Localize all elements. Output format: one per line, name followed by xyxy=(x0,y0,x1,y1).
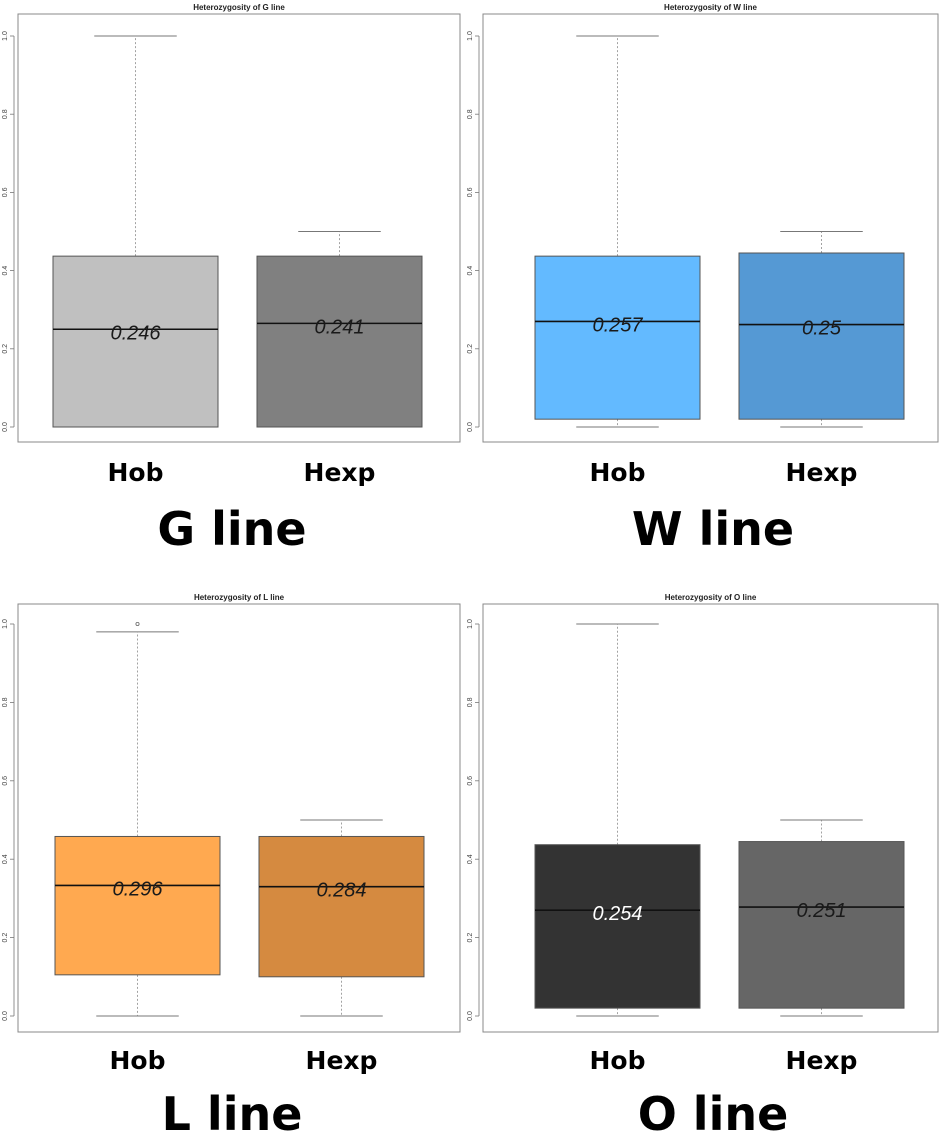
chart-title: Heterozygosity of L line xyxy=(194,593,285,602)
category-label: Hob xyxy=(590,1046,646,1075)
box-hexp: 0.251 xyxy=(738,819,905,1017)
category-label: Hexp xyxy=(306,1046,378,1075)
box-body xyxy=(738,841,905,1009)
y-tick-label: 0.0 xyxy=(2,422,9,432)
box-hob: 0.254 xyxy=(534,623,701,1017)
box-value-label: 0.284 xyxy=(316,880,366,902)
y-tick-label: 0.2 xyxy=(467,933,474,943)
outlier-point xyxy=(135,622,140,627)
boxplot-panel: Heterozygosity of L line 0.0 0.2 0.4 0.6 0.8 1… xyxy=(2,593,461,1134)
boxplot-panel: Heterozygosity of G line 0.0 0.2 0.4 0.6 0.8 1… xyxy=(2,3,461,556)
y-tick-label: 0.8 xyxy=(467,109,474,119)
panel-caption: G line xyxy=(157,502,306,556)
category-label: Hexp xyxy=(786,458,858,487)
category-label: Hexp xyxy=(786,1046,858,1075)
y-tick-label: 0.4 xyxy=(467,854,474,864)
box-hexp: 0.241 xyxy=(256,231,423,428)
box-value-label: 0.254 xyxy=(592,903,642,925)
y-tick-label: 0.6 xyxy=(467,776,474,786)
y-tick-label: 0.0 xyxy=(467,1011,474,1021)
y-tick-label: 0.4 xyxy=(2,854,9,864)
plot-frame xyxy=(482,13,939,443)
category-label: Hob xyxy=(590,458,646,487)
box-value-label: 0.296 xyxy=(112,878,163,900)
y-tick-label: 1.0 xyxy=(467,619,474,629)
chart-title: Heterozygosity of O line xyxy=(665,593,757,602)
chart-title: Heterozygosity of G line xyxy=(193,3,285,12)
y-tick-label: 0.8 xyxy=(2,109,9,119)
panel-caption: W line xyxy=(632,502,794,556)
box-body xyxy=(54,835,221,976)
panel-caption: L line xyxy=(162,1087,303,1134)
box-value-label: 0.251 xyxy=(796,900,846,922)
category-label: Hob xyxy=(110,1046,166,1075)
y-tick-label: 1.0 xyxy=(2,31,9,41)
box-hob: 0.296 xyxy=(54,622,221,1017)
category-label: Hob xyxy=(108,458,164,487)
box-body xyxy=(258,835,425,978)
y-tick-label: 0.8 xyxy=(2,697,9,707)
category-label: Hexp xyxy=(304,458,376,487)
y-tick-label: 0.4 xyxy=(467,266,474,276)
y-tick-label: 0.8 xyxy=(467,697,474,707)
box-value-label: 0.257 xyxy=(592,314,643,336)
box-value-label: 0.241 xyxy=(314,316,364,338)
y-tick-label: 0.0 xyxy=(2,1011,9,1021)
y-tick-label: 0.4 xyxy=(2,266,9,276)
y-tick-label: 0.2 xyxy=(2,933,9,943)
y-tick-label: 1.0 xyxy=(2,619,9,629)
box-body xyxy=(52,255,219,428)
y-tick-label: 0.2 xyxy=(2,344,9,354)
box-hexp: 0.25 xyxy=(738,231,905,428)
box-hexp: 0.284 xyxy=(258,819,425,1017)
box-hob: 0.257 xyxy=(534,35,701,428)
boxplot-panel: Heterozygosity of W line 0.0 0.2 0.4 0.6 0.8 1… xyxy=(467,3,939,556)
plot-frame xyxy=(17,603,461,1033)
box-body xyxy=(256,255,423,428)
plot-frame xyxy=(482,603,939,1033)
y-tick-label: 1.0 xyxy=(467,31,474,41)
y-tick-label: 0.6 xyxy=(2,187,9,197)
box-body xyxy=(534,255,701,420)
box-value-label: 0.25 xyxy=(802,318,842,340)
y-tick-label: 0.0 xyxy=(467,422,474,432)
plot-frame xyxy=(17,13,461,443)
chart-title: Heterozygosity of W line xyxy=(664,3,757,12)
box-body xyxy=(534,844,701,1009)
y-tick-label: 0.6 xyxy=(2,776,9,786)
box-hob: 0.246 xyxy=(52,35,219,428)
boxplot-panel: Heterozygosity of O line 0.0 0.2 0.4 0.6 0.8 1… xyxy=(467,593,939,1134)
panel-caption: O line xyxy=(638,1087,789,1134)
box-value-label: 0.246 xyxy=(110,322,161,344)
y-tick-label: 0.6 xyxy=(467,187,474,197)
y-tick-label: 0.2 xyxy=(467,344,474,354)
box-body xyxy=(738,252,905,420)
